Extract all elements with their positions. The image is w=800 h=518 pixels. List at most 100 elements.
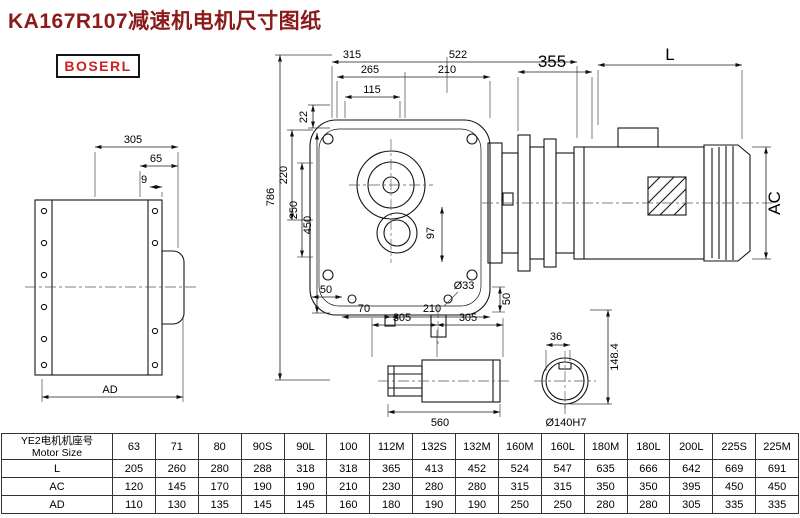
brand-logo: BOSERL bbox=[56, 54, 140, 78]
table-cell: 280 bbox=[412, 477, 456, 496]
table-row-AC: AC 120 145 170 190 190 210 230 280 280 3… bbox=[1, 477, 799, 496]
table-cell: 180 bbox=[369, 495, 414, 514]
table-cell: 450 bbox=[755, 477, 799, 496]
table-col-header: 90S bbox=[240, 433, 285, 460]
dim-front-265: 265 bbox=[361, 64, 379, 76]
table-col-header: 63 bbox=[112, 433, 156, 460]
table-col-header: 100 bbox=[326, 433, 371, 460]
dim-front-97: 97 bbox=[425, 227, 437, 239]
table-cell: 318 bbox=[283, 459, 328, 478]
table-cell: 190 bbox=[240, 477, 285, 496]
motor-size-header: YE2电机机座号 Motor Size bbox=[1, 433, 113, 460]
dim-front-22: 22 bbox=[298, 111, 310, 123]
side-view: 305 65 9 AD bbox=[25, 134, 196, 402]
table-cell: 280 bbox=[197, 459, 242, 478]
table-cell: 280 bbox=[455, 477, 499, 496]
motor-size-table: YE2电机机座号 Motor Size 63 71 80 90S 90L 100… bbox=[1, 433, 799, 514]
dim-front-115: 115 bbox=[363, 84, 381, 96]
table-cell: 305 bbox=[669, 495, 714, 514]
table-cell: 135 bbox=[197, 495, 242, 514]
table-cell: 260 bbox=[154, 459, 199, 478]
dim-motor-L: L bbox=[665, 45, 674, 64]
table-cell: 145 bbox=[154, 477, 199, 496]
table-col-header: 80 bbox=[197, 433, 242, 460]
dim-front-70: 70 bbox=[358, 303, 370, 315]
table-cell: 365 bbox=[369, 459, 414, 478]
table-col-header: 180L bbox=[626, 433, 671, 460]
dim-front-50-right: 50 bbox=[501, 293, 513, 305]
table-cell: 315 bbox=[497, 477, 542, 496]
table-cell: 170 bbox=[197, 477, 242, 496]
table-cell: 190 bbox=[283, 477, 328, 496]
brand-logo-text: BOSERL bbox=[64, 58, 132, 74]
dim-shaft-560: 560 bbox=[431, 417, 449, 429]
table-row-label: AC bbox=[1, 477, 113, 496]
table-cell: 130 bbox=[154, 495, 199, 514]
table-cell: 110 bbox=[112, 495, 156, 514]
table-cell: 205 bbox=[112, 459, 156, 478]
table-row-label: AD bbox=[1, 495, 113, 514]
table-row-L: L 205 260 280 288 318 318 365 413 452 52… bbox=[1, 459, 799, 478]
table-cell: 635 bbox=[583, 459, 628, 478]
dim-side-65: 65 bbox=[150, 153, 162, 165]
technical-drawing: 305 65 9 AD bbox=[25, 45, 784, 429]
table-cell: 350 bbox=[583, 477, 628, 496]
table-col-header: 132S bbox=[412, 433, 456, 460]
dim-side-AD: AD bbox=[102, 384, 117, 396]
dim-front-250: 250 bbox=[288, 201, 300, 219]
table-col-header: 225S bbox=[712, 433, 757, 460]
dim-shaft-305-right: 305 bbox=[459, 312, 477, 324]
table-col-header: 71 bbox=[154, 433, 199, 460]
dim-flange-148-4: 148.4 bbox=[609, 343, 621, 371]
table-col-header: 225M bbox=[755, 433, 799, 460]
table-header-row: YE2电机机座号 Motor Size 63 71 80 90S 90L 100… bbox=[1, 433, 799, 460]
motor-view: 355 L AC bbox=[482, 45, 784, 272]
table-cell: 450 bbox=[712, 477, 757, 496]
dim-front-220: 220 bbox=[278, 166, 290, 184]
table-cell: 250 bbox=[497, 495, 542, 514]
dim-motor-355: 355 bbox=[538, 52, 566, 71]
table-cell: 145 bbox=[283, 495, 328, 514]
table-cell: 190 bbox=[412, 495, 456, 514]
table-cell: 691 bbox=[755, 459, 799, 478]
dim-front-522: 522 bbox=[449, 49, 467, 61]
table-row-AD: AD 110 130 135 145 145 160 180 190 190 2… bbox=[1, 495, 799, 514]
table-cell: 280 bbox=[583, 495, 628, 514]
dim-front-d33: Ø33 bbox=[454, 280, 475, 292]
table-cell: 335 bbox=[755, 495, 799, 514]
table-cell: 350 bbox=[626, 477, 671, 496]
table-col-header: 90L bbox=[283, 433, 328, 460]
dim-flange-36: 36 bbox=[550, 331, 562, 343]
dim-front-315: 315 bbox=[343, 49, 361, 61]
dim-shaft-305-left: 305 bbox=[393, 312, 411, 324]
table-cell: 669 bbox=[712, 459, 757, 478]
table-col-header: 112M bbox=[369, 433, 414, 460]
table-cell: 452 bbox=[455, 459, 499, 478]
flange-view: 36 148.4 Ø140H7 bbox=[534, 309, 621, 429]
table-col-header: 160L bbox=[540, 433, 585, 460]
table-cell: 666 bbox=[626, 459, 671, 478]
front-view: 315 522 265 210 115 22 220 250 450 786 9… bbox=[265, 49, 578, 381]
table-col-header: 200L bbox=[669, 433, 714, 460]
table-cell: 524 bbox=[497, 459, 542, 478]
table-cell: 315 bbox=[540, 477, 585, 496]
dim-side-9: 9 bbox=[141, 174, 147, 186]
table-cell: 547 bbox=[540, 459, 585, 478]
table-row-label: L bbox=[1, 459, 113, 478]
table-cell: 145 bbox=[240, 495, 285, 514]
shaft-view: 305 305 560 bbox=[371, 312, 512, 429]
table-cell: 250 bbox=[540, 495, 585, 514]
dim-motor-AC: AC bbox=[765, 191, 784, 215]
table-cell: 318 bbox=[326, 459, 371, 478]
table-cell: 230 bbox=[369, 477, 414, 496]
table-col-header: 180M bbox=[583, 433, 628, 460]
page-title: KA167R107减速机电机尺寸图纸 bbox=[8, 10, 322, 33]
dim-side-305: 305 bbox=[124, 134, 142, 146]
table-cell: 288 bbox=[240, 459, 285, 478]
dim-front-786: 786 bbox=[265, 188, 277, 206]
dim-front-210-bottom: 210 bbox=[423, 303, 441, 315]
table-cell: 120 bbox=[112, 477, 156, 496]
motor-size-header-en: Motor Size bbox=[31, 446, 83, 459]
table-cell: 642 bbox=[669, 459, 714, 478]
table-col-header: 160M bbox=[497, 433, 542, 460]
